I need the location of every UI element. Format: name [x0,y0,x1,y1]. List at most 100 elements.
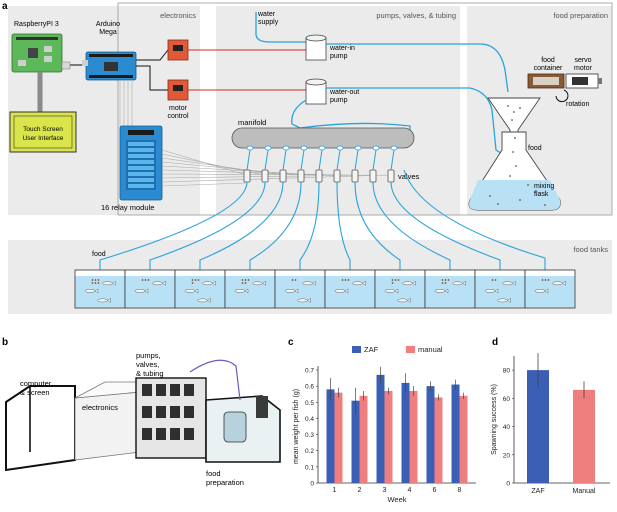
food-particle [144,279,147,281]
fish-tail [94,288,99,294]
food-particle [241,282,244,284]
fish [434,289,446,293]
x-tick-label-c: 4 [408,487,412,494]
mixing-label-1: mixing [534,183,554,190]
pump-manifold-tube [291,99,411,134]
fish-tail [407,297,411,303]
y-tick-label-c: 0.6 [305,384,314,391]
x-tick-label-c: 1 [333,487,337,494]
fish-tail [294,288,299,294]
x-tick-label-d: ZAF [531,488,544,495]
tank-water [75,276,125,308]
y-tick-label-d: 20 [503,452,511,459]
bar-zaf [426,386,435,483]
food-particle [244,282,247,284]
food-container-label-1: food [541,57,555,64]
fish-tail [444,288,449,294]
raspberry-label: RaspberryPI 3 [14,21,59,28]
arduino-motor-wire-1 [136,49,169,61]
fish [252,281,263,286]
food-particle [97,279,100,281]
fish-tail [107,297,111,303]
fish [402,281,413,286]
x-tick-label-c: 2 [358,487,362,494]
tank-water [175,276,225,308]
fish [497,298,508,303]
arduino-label-1: Arduino [96,21,120,28]
touch-label-1: Touch Screen [23,126,63,133]
x-axis-label-c: Week [387,495,406,504]
food-particles-flask [489,105,546,206]
food-particle [447,279,450,281]
water-out-tube [326,87,513,161]
fish-tail [462,280,466,286]
manifold-label: manifold [238,118,266,127]
food-particle [94,282,97,284]
servo-label-2: motor [574,65,593,72]
y-axis-label-d: Spawning success (%) [491,384,498,455]
fish-tail [512,280,516,286]
tank-water [325,276,375,308]
bar-manual [434,397,443,483]
fish [297,298,308,303]
legend-swatch [406,346,415,353]
food-container [527,73,565,89]
food-container-label-2: container [534,65,563,72]
food-particle [441,279,444,281]
manifold-valve-tubes [246,149,395,171]
food-particle [394,279,397,281]
bar-zaf [351,400,360,483]
legend-label: manual [418,345,443,354]
fish-tail [307,297,311,303]
tank-water [375,276,425,308]
tank-water [425,276,475,308]
rotation-label: rotation [566,101,589,108]
bar-zaf [451,384,460,483]
photo-pumps-label-1: pumps, [136,351,161,360]
fish-tail [544,288,549,294]
food-particle [91,279,94,281]
y-tick-label-c: 0.4 [305,416,314,423]
photo-system [5,359,281,472]
tank-water [525,276,575,308]
relay-rows [128,142,154,188]
fish [352,281,363,286]
fish [484,289,496,293]
photo-electronics-label: electronics [82,403,118,412]
fish [397,298,408,303]
y-axis-label-c: mean weight per fish (g) [293,389,300,464]
food-particle [97,282,100,284]
fish-tail [562,280,566,286]
water-supply-tube [255,12,306,43]
legend-swatch [352,346,361,353]
water-in-label-1: water-in [329,45,355,52]
photo-pumps-label-3: & tubing [136,369,164,378]
food-particle [247,279,250,281]
photo-computer-label-2: & screen [20,388,50,397]
food-particle [391,279,394,281]
motor-control-2 [167,79,189,101]
photo-food-label-2: preparation [206,478,244,487]
motor-control-1 [167,39,189,61]
food-particle [94,279,97,281]
water-out-pump [305,78,327,105]
fish [534,289,546,293]
y-tick-label-c: 0.5 [305,400,314,407]
y-tick-label-d: 60 [503,396,511,403]
electronics-outline [117,2,613,216]
tank-water [275,276,325,308]
bar-manual [459,395,468,483]
water-out-label-2: pump [330,97,348,104]
region-label-food-tanks: food tanks [573,245,608,254]
food-particle [494,279,497,281]
fish [502,281,513,286]
food-particle [541,279,544,281]
fish [202,281,213,286]
rotation-arrow [555,89,569,103]
y-tick-label-d: 40 [503,424,511,431]
x-tick-label-d: Manual [573,488,596,495]
fish [334,289,346,293]
